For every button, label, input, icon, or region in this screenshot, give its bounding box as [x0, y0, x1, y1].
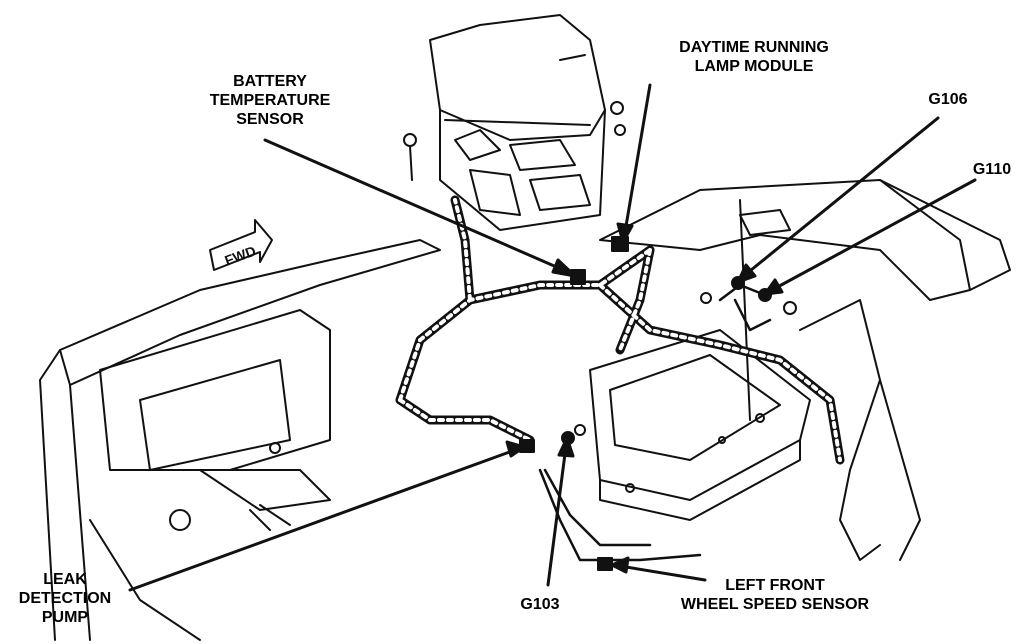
daytime-running-lamp-module-label: DAYTIME RUNNING LAMP MODULE: [679, 39, 829, 75]
power-distribution-center: [429, 14, 606, 231]
battery-temperature-sensor-leader: [263, 138, 570, 274]
leader-lines: [128, 83, 977, 592]
wiring-harness-inner: [398, 198, 842, 462]
battery-tray: [589, 329, 811, 521]
wheel-speed-sensor-connector: [597, 557, 613, 571]
right-frame: [599, 179, 1011, 561]
g106-label: G106: [928, 91, 968, 108]
mounting-bolts: [403, 101, 797, 436]
leak-detection-pump-label: LEAK DETECTION PUMP: [18, 571, 112, 626]
g106-leader: [743, 116, 940, 277]
left-fender: [39, 239, 441, 641]
left-front-wheel-speed-sensor-label: LEFT FRONT WHEEL SPEED SENSOR: [680, 577, 870, 613]
g110-leader: [770, 178, 977, 292]
g103-label: G103: [520, 596, 560, 613]
pigtail-wires: [538, 283, 772, 562]
g103-leader: [546, 444, 568, 587]
daytime-running-lamp-leader: [623, 83, 652, 234]
battery-temperature-sensor-label: BATTERY TEMPERATURE SENSOR: [209, 73, 331, 128]
g110-label: G110: [972, 161, 1012, 178]
fwd-arrow: FWD: [209, 219, 273, 271]
leak-detection-pump-leader: [128, 448, 517, 592]
wheel-speed-sensor-leader: [618, 564, 707, 582]
